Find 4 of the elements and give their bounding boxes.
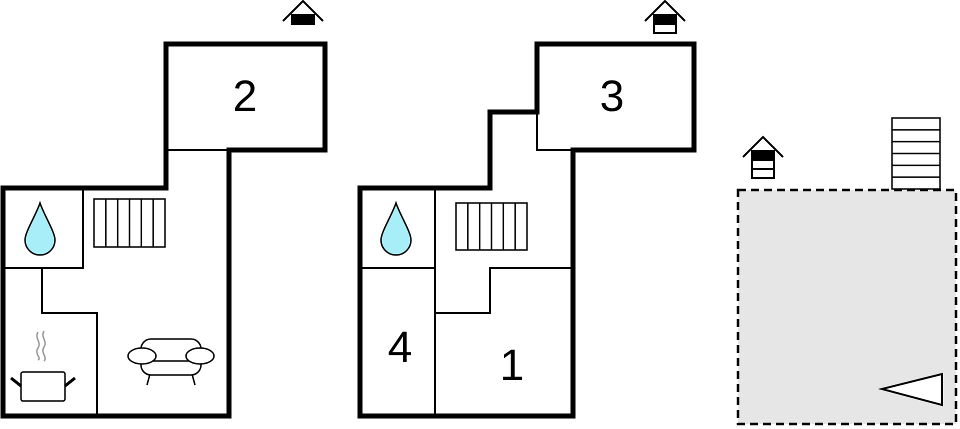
room-number: 3: [600, 75, 624, 119]
room-number: 1: [500, 344, 524, 388]
room-number: 2: [232, 75, 258, 119]
room-number: 4: [388, 326, 412, 370]
